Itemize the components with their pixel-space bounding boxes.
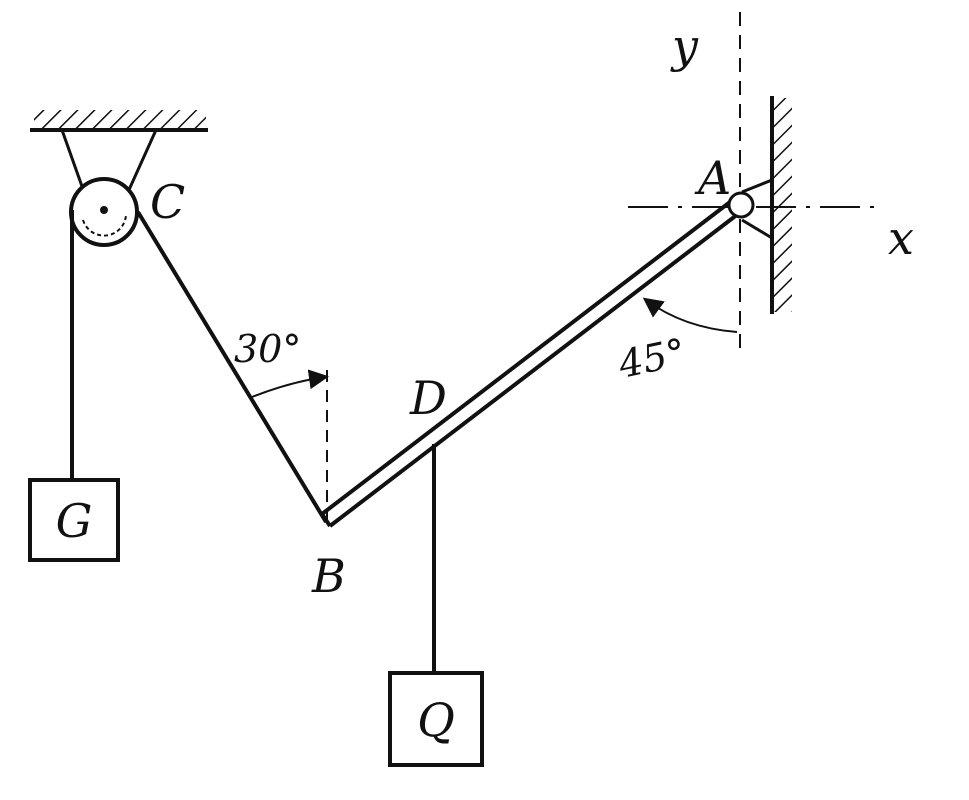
weight-g-label: G [56,494,93,548]
wall [770,96,792,314]
angle-arc-30 [251,369,329,398]
point-c-label: C [150,175,185,229]
axis-x-label: x [888,211,914,265]
angle-arc-45 [642,297,738,333]
weight-q-label: Q [417,693,455,747]
weight-q: Q [388,671,484,767]
point-d-label: D [409,371,447,425]
angle-30-label: 30° [234,327,301,371]
point-a-label: A [694,151,731,205]
pulley-bracket [60,129,158,193]
ceiling-support [30,110,208,132]
rope-cb [136,210,328,524]
point-b-label: B [311,549,346,603]
pulley-c [69,177,139,247]
angle-45-label: 45° [614,330,690,387]
weight-g: G [28,478,120,562]
bar-ba [320,200,740,528]
axis-y-label: y [670,19,699,73]
hinge-a [727,178,773,240]
